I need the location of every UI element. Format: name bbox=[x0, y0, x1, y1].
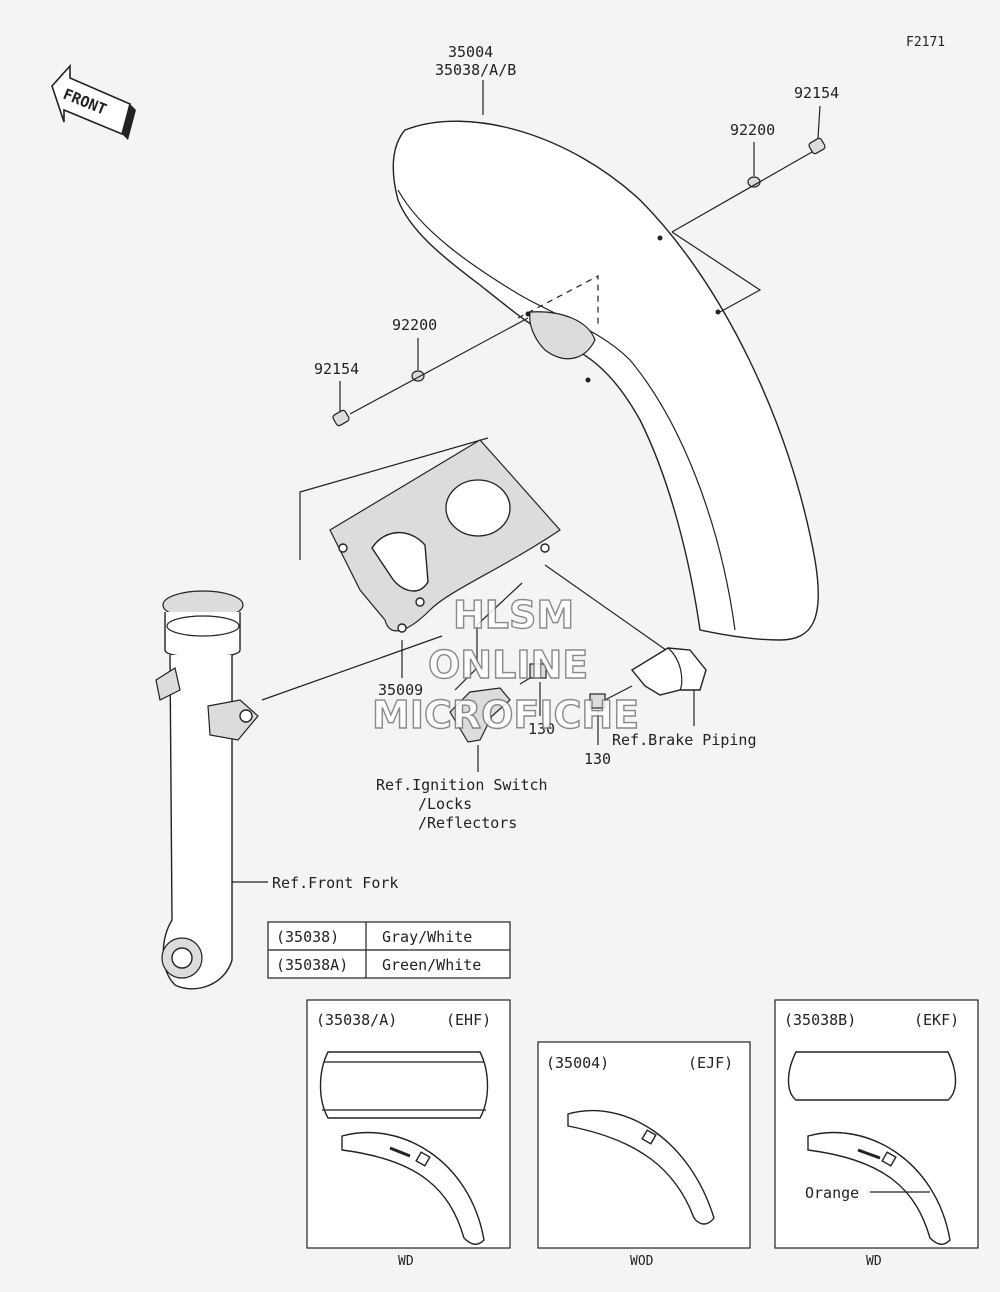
washer-left-label: 92200 bbox=[392, 316, 437, 334]
brake-clamp bbox=[630, 647, 707, 696]
brake-piping-ref: Ref.Brake Piping bbox=[612, 731, 757, 749]
front-fork-ref: Ref.Front Fork bbox=[272, 874, 398, 892]
color-table-code-2: (35038A) bbox=[276, 956, 348, 974]
bolt-center-icon bbox=[519, 663, 547, 685]
fender-bracket bbox=[299, 437, 561, 633]
front-arrow-icon: FRONT bbox=[51, 63, 136, 140]
variant-1-code: (35038/A) bbox=[316, 1011, 397, 1029]
fender-part-number: 35004 bbox=[448, 43, 493, 61]
reflectors-ref: /Reflectors bbox=[418, 814, 517, 832]
washer-right-label: 92200 bbox=[730, 121, 775, 139]
bracket-label: 35009 bbox=[378, 681, 423, 699]
screw-right-icon bbox=[808, 137, 826, 155]
color-table-color-1: Gray/White bbox=[382, 928, 472, 946]
variant-3-footer: WD bbox=[866, 1254, 882, 1269]
watermark: HLSM ONLINE MICROFICHE bbox=[371, 592, 640, 737]
bolt-center-label: 130 bbox=[528, 720, 555, 738]
watermark-line-1: HLSM bbox=[453, 593, 574, 637]
variant-3-code: (35038B) bbox=[784, 1011, 856, 1029]
ignition-bracket bbox=[449, 687, 511, 743]
front-fender bbox=[392, 120, 819, 641]
screw-right-label: 92154 bbox=[794, 84, 839, 102]
variant-2-code: (35004) bbox=[546, 1054, 609, 1072]
screw-left-icon bbox=[332, 409, 350, 427]
variant-3-note: Orange bbox=[805, 1184, 859, 1202]
variant-box-35004: (35004) (EJF) bbox=[537, 1041, 751, 1249]
variant-1-market: (EHF) bbox=[446, 1011, 491, 1029]
screw-left-label: 92154 bbox=[314, 360, 359, 378]
color-table-color-2: Green/White bbox=[382, 956, 481, 974]
variant-1-footer: WD bbox=[398, 1254, 414, 1269]
variant-2-market: (EJF) bbox=[688, 1054, 733, 1072]
diagram-code: F2171 bbox=[906, 35, 945, 50]
front-fork bbox=[155, 590, 259, 990]
variant-box-35038b: (35038B) (EKF) Orange bbox=[774, 999, 979, 1249]
variant-box-35038a: (35038/A) (EHF) bbox=[306, 999, 511, 1249]
bolt-right-icon bbox=[589, 685, 633, 709]
watermark-line-3: MICROFICHE bbox=[372, 693, 639, 737]
fender-variant-numbers: 35038/A/B bbox=[435, 61, 516, 79]
variant-2-footer: WOD bbox=[630, 1254, 654, 1269]
color-table: (35038) Gray/White (35038A) Green/White bbox=[267, 921, 511, 979]
locks-ref: /Locks bbox=[418, 795, 472, 813]
variant-3-market: (EKF) bbox=[914, 1011, 959, 1029]
bolt-right-label: 130 bbox=[584, 750, 611, 768]
ignition-switch-ref: Ref.Ignition Switch bbox=[376, 776, 548, 794]
color-table-code-1: (35038) bbox=[276, 928, 339, 946]
watermark-line-2: ONLINE bbox=[428, 643, 588, 687]
